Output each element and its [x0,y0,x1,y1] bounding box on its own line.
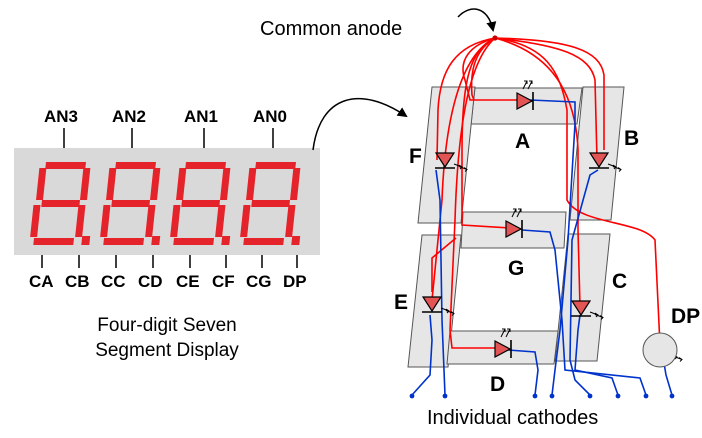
digit-0-segment-d [33,238,75,245]
led-b-icon [588,152,622,172]
digit-2-segment-b [220,168,231,200]
cathode-pin-label-0: CA [29,272,54,291]
led-e-icon [421,296,455,316]
common-anode-label: Common anode [260,18,403,40]
digit-0-segment-c [75,205,86,237]
digit-0-segment-e [30,205,41,237]
segment-label-g: G [508,257,525,280]
cathode-terminal-1 [442,393,448,399]
led-group [421,80,683,362]
digit-3 [240,162,301,245]
segment-label-dp: DP [671,305,701,328]
cathode-pin-label-4: CE [176,272,200,291]
segment-panel-c [554,233,611,362]
segment-label-d: D [490,373,506,396]
led-f-icon [434,152,468,172]
digit-0-segment-f [36,168,47,200]
display-caption-line1: Four-digit Seven [97,315,237,336]
dp-panel [642,332,678,368]
digit-1-segment-f [106,168,117,200]
digit-1-segment-g [111,200,151,207]
display-caption-line2: Segment Display [95,340,239,361]
digit-2-segment-a [185,162,226,169]
digit-2-segment-g [181,200,221,207]
digit-2-segment-d [173,238,215,245]
cathode-terminal-4 [587,393,593,399]
digit-2-decimal-point [221,236,231,245]
cathode-pin-label-6: CG [246,272,272,291]
anode-pin-label-1: AN2 [112,107,147,126]
digit-0 [30,162,91,245]
cathode-terminal-6 [643,393,649,399]
anode-pin-label-3: AN0 [253,107,288,126]
led-g-icon [505,208,523,238]
cathode-leads [41,255,298,268]
digit-3-segment-g [251,200,291,207]
digit-1-segment-d [103,238,145,245]
digit-1-decimal-point [151,236,161,245]
digit-2-segment-e [170,205,181,237]
cathode-wires [411,99,673,396]
digit-0-segment-b [80,168,91,200]
common-anode-node [492,35,498,41]
cathode-terminal-5 [615,393,621,399]
led-c-icon [570,300,604,320]
display-caption: Four-digit Seven Segment Display [67,316,267,360]
cathode-terminal-3 [549,393,555,399]
anode-wires [431,37,661,349]
cathode-pin-label-5: CF [212,272,235,291]
anode-pin-label-2: AN1 [184,107,219,126]
led-a-icon [516,80,534,110]
digit-1-segment-e [100,205,111,237]
digit-1-segment-a [115,162,156,169]
cathode-pin-label-3: CD [138,272,163,291]
cathode-terminal-7 [669,393,675,399]
digit-3-segment-a [255,162,296,169]
digit-1-segment-b [150,168,161,200]
segment-label-b: B [624,127,640,150]
digit-0-decimal-point [81,236,91,245]
digit-3-segment-f [246,168,257,200]
digit-3-segment-c [285,205,296,237]
cathode-terminals [409,393,675,399]
digit-1 [100,162,161,245]
digit-2-segment-c [215,205,226,237]
common-anode-arrow [457,8,497,32]
digit-0-segment-g [41,200,81,207]
anode-leads [63,128,274,148]
cathode-pin-label-7: DP [283,272,307,291]
cathode-terminal-2 [532,393,538,399]
digit-2 [170,162,231,245]
digit-3-segment-d [243,238,285,245]
digit-3-segment-e [240,205,251,237]
led-d-icon [494,328,512,358]
cathode-pin-label-2: CC [101,272,126,291]
digit-1-segment-c [145,205,156,237]
segment-label-e: E [394,291,409,314]
segment-label-a: A [515,130,531,153]
digit-3-segment-b [290,168,301,200]
digit-0-segment-a [45,162,86,169]
segment-label-f: F [409,145,422,168]
digit-2-segment-f [176,168,187,200]
cathode-pin-label-1: CB [65,272,90,291]
digits-group [30,162,301,245]
cathodes-label: Individual cathodes [427,407,599,429]
segment-label-c: C [612,270,628,293]
anode-pin-label-0: AN3 [44,107,79,126]
cathode-terminal-0 [409,393,415,399]
digit-3-decimal-point [291,236,301,245]
zoom-arrow [312,97,408,151]
